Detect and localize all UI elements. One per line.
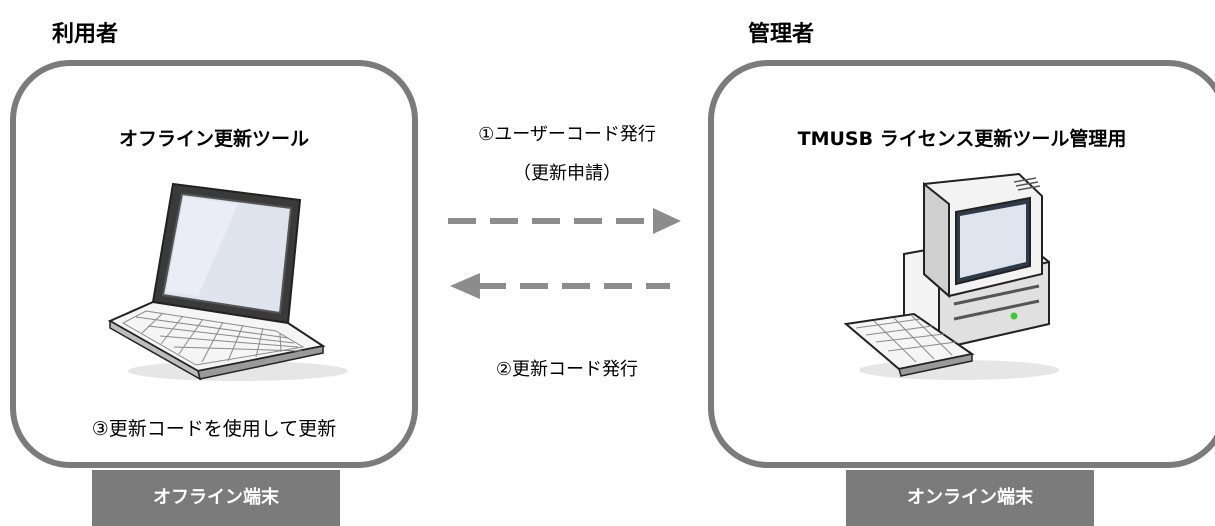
desktop-computer-icon [843, 172, 1059, 380]
response-label: ②更新コード発行 [495, 359, 639, 380]
online-terminal-tag: オンライン端末 [846, 470, 1094, 526]
dashed-arrow-right-icon [448, 208, 681, 234]
user-heading: 利用者 [52, 22, 119, 47]
user-panel-note: ③更新コードを使用して更新 [91, 418, 337, 440]
admin-panel: TMUSB ライセンス更新ツール管理用 [708, 60, 1215, 468]
request-label-line2: （更新申請） [513, 163, 621, 184]
laptop-icon [107, 182, 348, 381]
dashed-arrow-left-icon [450, 273, 670, 299]
user-panel-title: オフライン更新ツール [118, 128, 309, 150]
offline-terminal-tag: オフライン端末 [92, 470, 340, 526]
admin-panel-title: TMUSB ライセンス更新ツール管理用 [797, 128, 1127, 150]
request-label-line1: ①ユーザーコード発行 [478, 124, 656, 145]
admin-heading: 管理者 [748, 22, 815, 47]
user-panel: オフライン更新ツール ③更新コードを使用して更新 [10, 60, 418, 468]
